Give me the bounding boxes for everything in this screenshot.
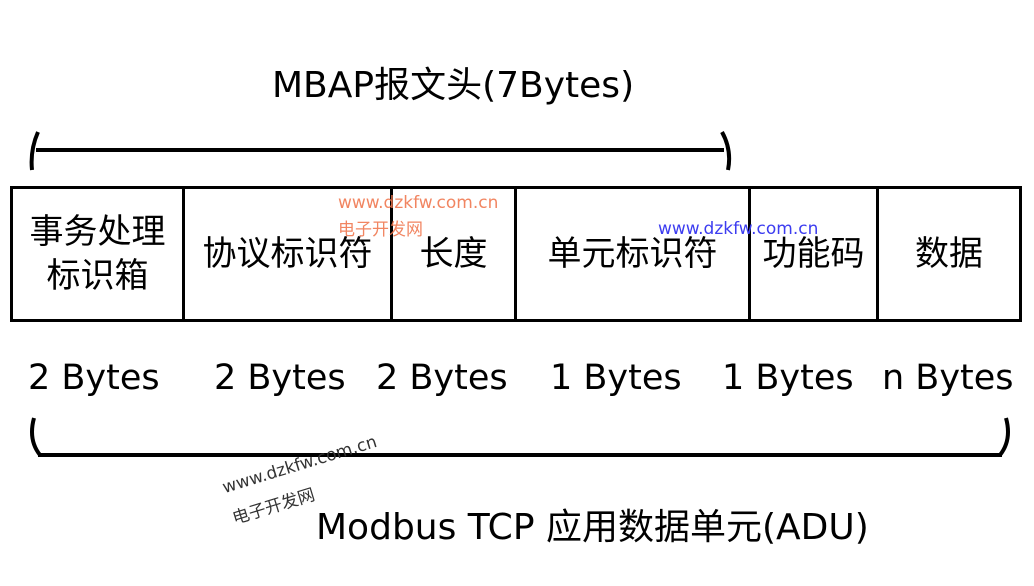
field-protocol-id: 协议标识符 — [185, 189, 393, 319]
field-size: n Bytes — [882, 358, 1014, 398]
field-size: 1 Bytes — [550, 358, 682, 398]
adu-brace — [30, 417, 1010, 457]
field-size: 2 Bytes — [376, 358, 508, 398]
field-length: 长度 — [393, 189, 517, 319]
watermark-url: www.dzkfw.com.cn — [658, 219, 819, 239]
watermark-url: www.dzkfw.com.cn — [338, 193, 499, 213]
field-unit-id: 单元标识符 — [517, 189, 751, 319]
field-size: 2 Bytes — [28, 358, 160, 398]
field-transaction-id: 事务处理 标识箱 — [13, 189, 185, 319]
field-size: 1 Bytes — [722, 358, 854, 398]
adu-title: Modbus TCP 应用数据单元(ADU) — [316, 507, 869, 548]
field-label: 数据 — [915, 234, 983, 274]
adu-frame-table: 事务处理 标识箱 协议标识符 长度 单元标识符 功能码 数据 — [10, 186, 1022, 322]
field-label: 单元标识符 — [547, 234, 718, 274]
field-label: 协议标识符 — [202, 234, 373, 274]
field-label: 事务处理 — [29, 212, 166, 252]
field-function-code: 功能码 — [751, 189, 879, 319]
field-label: 功能码 — [762, 234, 865, 274]
field-label: 长度 — [419, 234, 488, 274]
mbap-header-title: MBAP报文头(7Bytes) — [272, 65, 635, 106]
watermark-site: 电子开发网 — [338, 220, 423, 240]
field-label: 标识箱 — [46, 256, 149, 296]
mbap-brace — [29, 131, 732, 171]
field-data: 数据 — [879, 189, 1019, 319]
field-size: 2 Bytes — [214, 358, 346, 398]
